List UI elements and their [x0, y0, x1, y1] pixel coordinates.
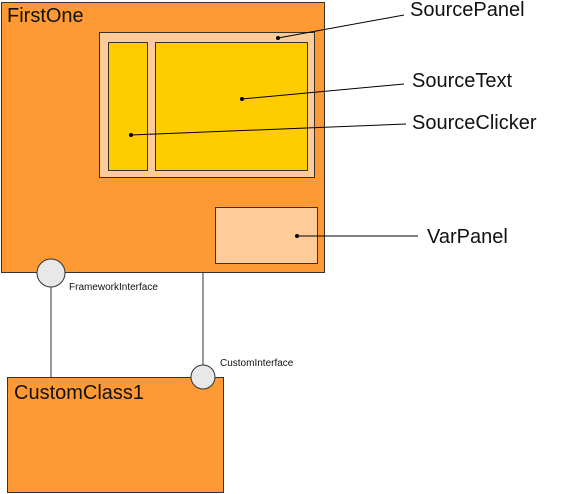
custom-class-component: CustomClass1 [7, 377, 224, 493]
source-clicker [108, 42, 148, 171]
leader-source-clicker [130, 123, 407, 136]
framework-interface-label: FrameworkInterface [69, 282, 158, 293]
first-one-title: FirstOne [7, 5, 84, 27]
callout-source-text: SourceText [412, 70, 513, 92]
callout-source-panel: SourcePanel [410, 0, 525, 21]
callout-var-panel: VarPanel [427, 226, 508, 248]
leader-source-panel [277, 14, 405, 39]
custom-class-title: CustomClass1 [14, 382, 145, 404]
leader-source-text [241, 83, 405, 100]
framework-interface-port [36, 258, 66, 288]
source-text [155, 42, 308, 171]
callout-source-clicker: SourceClicker [412, 112, 537, 134]
custom-interface-label: CustomInterface [220, 358, 294, 369]
custom-interface-port [190, 364, 216, 390]
